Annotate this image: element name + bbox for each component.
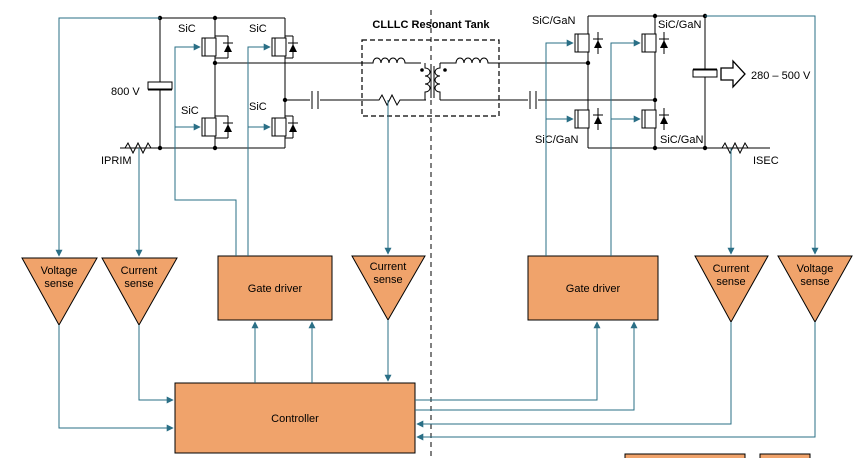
current-sense-mid-label: Current: [370, 261, 407, 273]
current-sense-left-label: Current: [121, 265, 158, 277]
current-sense-left-block: [101, 257, 178, 327]
secondary-switch-label: SiC/GaN: [658, 19, 701, 31]
bus-capacitor: [147, 81, 173, 91]
secondary-winding: [434, 63, 441, 100]
secondary-resonant-inductor: [440, 57, 590, 64]
isec-shunt-resistor: [721, 141, 749, 155]
voltage-sense-left-label: sense: [44, 278, 73, 290]
clipped-block: [759, 453, 811, 458]
controller-label: Controller: [271, 413, 319, 425]
current-sense-right-label: Current: [713, 263, 750, 275]
controller-block: [174, 382, 416, 454]
voltage-sense-right-label: sense: [800, 276, 829, 288]
iprim-shunt-resistor: [124, 141, 152, 155]
gate-driver-right-block: [527, 255, 659, 321]
gate-driver-left-block: [217, 255, 333, 321]
primary-switch-label: SiC: [181, 105, 199, 117]
secondary-full-bridge: [585, 13, 770, 151]
primary-switch-top-right: [271, 35, 298, 59]
gate-driver-right-label: Gate driver: [566, 283, 621, 295]
secondary-switch-bottom-left: [574, 108, 603, 130]
secondary-switch-top-right: [641, 32, 669, 54]
primary-switch-bottom-right: [271, 115, 298, 139]
primary-switch-label: SiC: [178, 23, 196, 35]
secondary-switch-top-left: [574, 32, 603, 54]
primary-switch-label: SiC: [249, 23, 267, 35]
output-arrow-icon: [720, 59, 746, 89]
tank-title: CLLLC Resonant Tank: [372, 19, 490, 31]
secondary-switch-label: SiC/GaN: [532, 15, 575, 27]
secondary-switch-label: SiC/GaN: [660, 134, 703, 146]
primary-switch-bottom-left: [201, 115, 233, 139]
gate-driver-left-label: Gate driver: [248, 283, 303, 295]
secondary-switch-label: SiC/GaN: [535, 134, 578, 146]
voltage-sense-right-block: [777, 255, 853, 324]
isec-label: ISEC: [753, 155, 779, 167]
output-capacitor: [692, 68, 718, 78]
bus-voltage-label: 800 V: [111, 86, 140, 98]
primary-switch-top-left: [201, 35, 233, 59]
primary-resonant-inductor: [365, 57, 421, 64]
current-sense-left-label: sense: [124, 278, 153, 290]
voltage-sense-left-block: [21, 257, 98, 327]
current-sense-right-block: [694, 255, 769, 324]
clipped-block: [624, 453, 746, 458]
iprim-label: IPRIM: [101, 155, 132, 167]
voltage-sense-left-label: Voltage: [41, 265, 78, 277]
current-sense-mid-label: sense: [373, 274, 402, 286]
output-voltage-label: 280 – 500 V: [751, 70, 811, 82]
current-sense-right-label: sense: [716, 276, 745, 288]
primary-winding: [424, 63, 431, 100]
current-sense-mid-block: [351, 255, 426, 322]
signal-wiring: [55, 15, 819, 441]
primary-switch-label: SiC: [249, 101, 267, 113]
primary-winding-resistance: [375, 93, 426, 107]
voltage-sense-right-label: Voltage: [797, 263, 834, 275]
secondary-switch-bottom-right: [641, 108, 669, 130]
